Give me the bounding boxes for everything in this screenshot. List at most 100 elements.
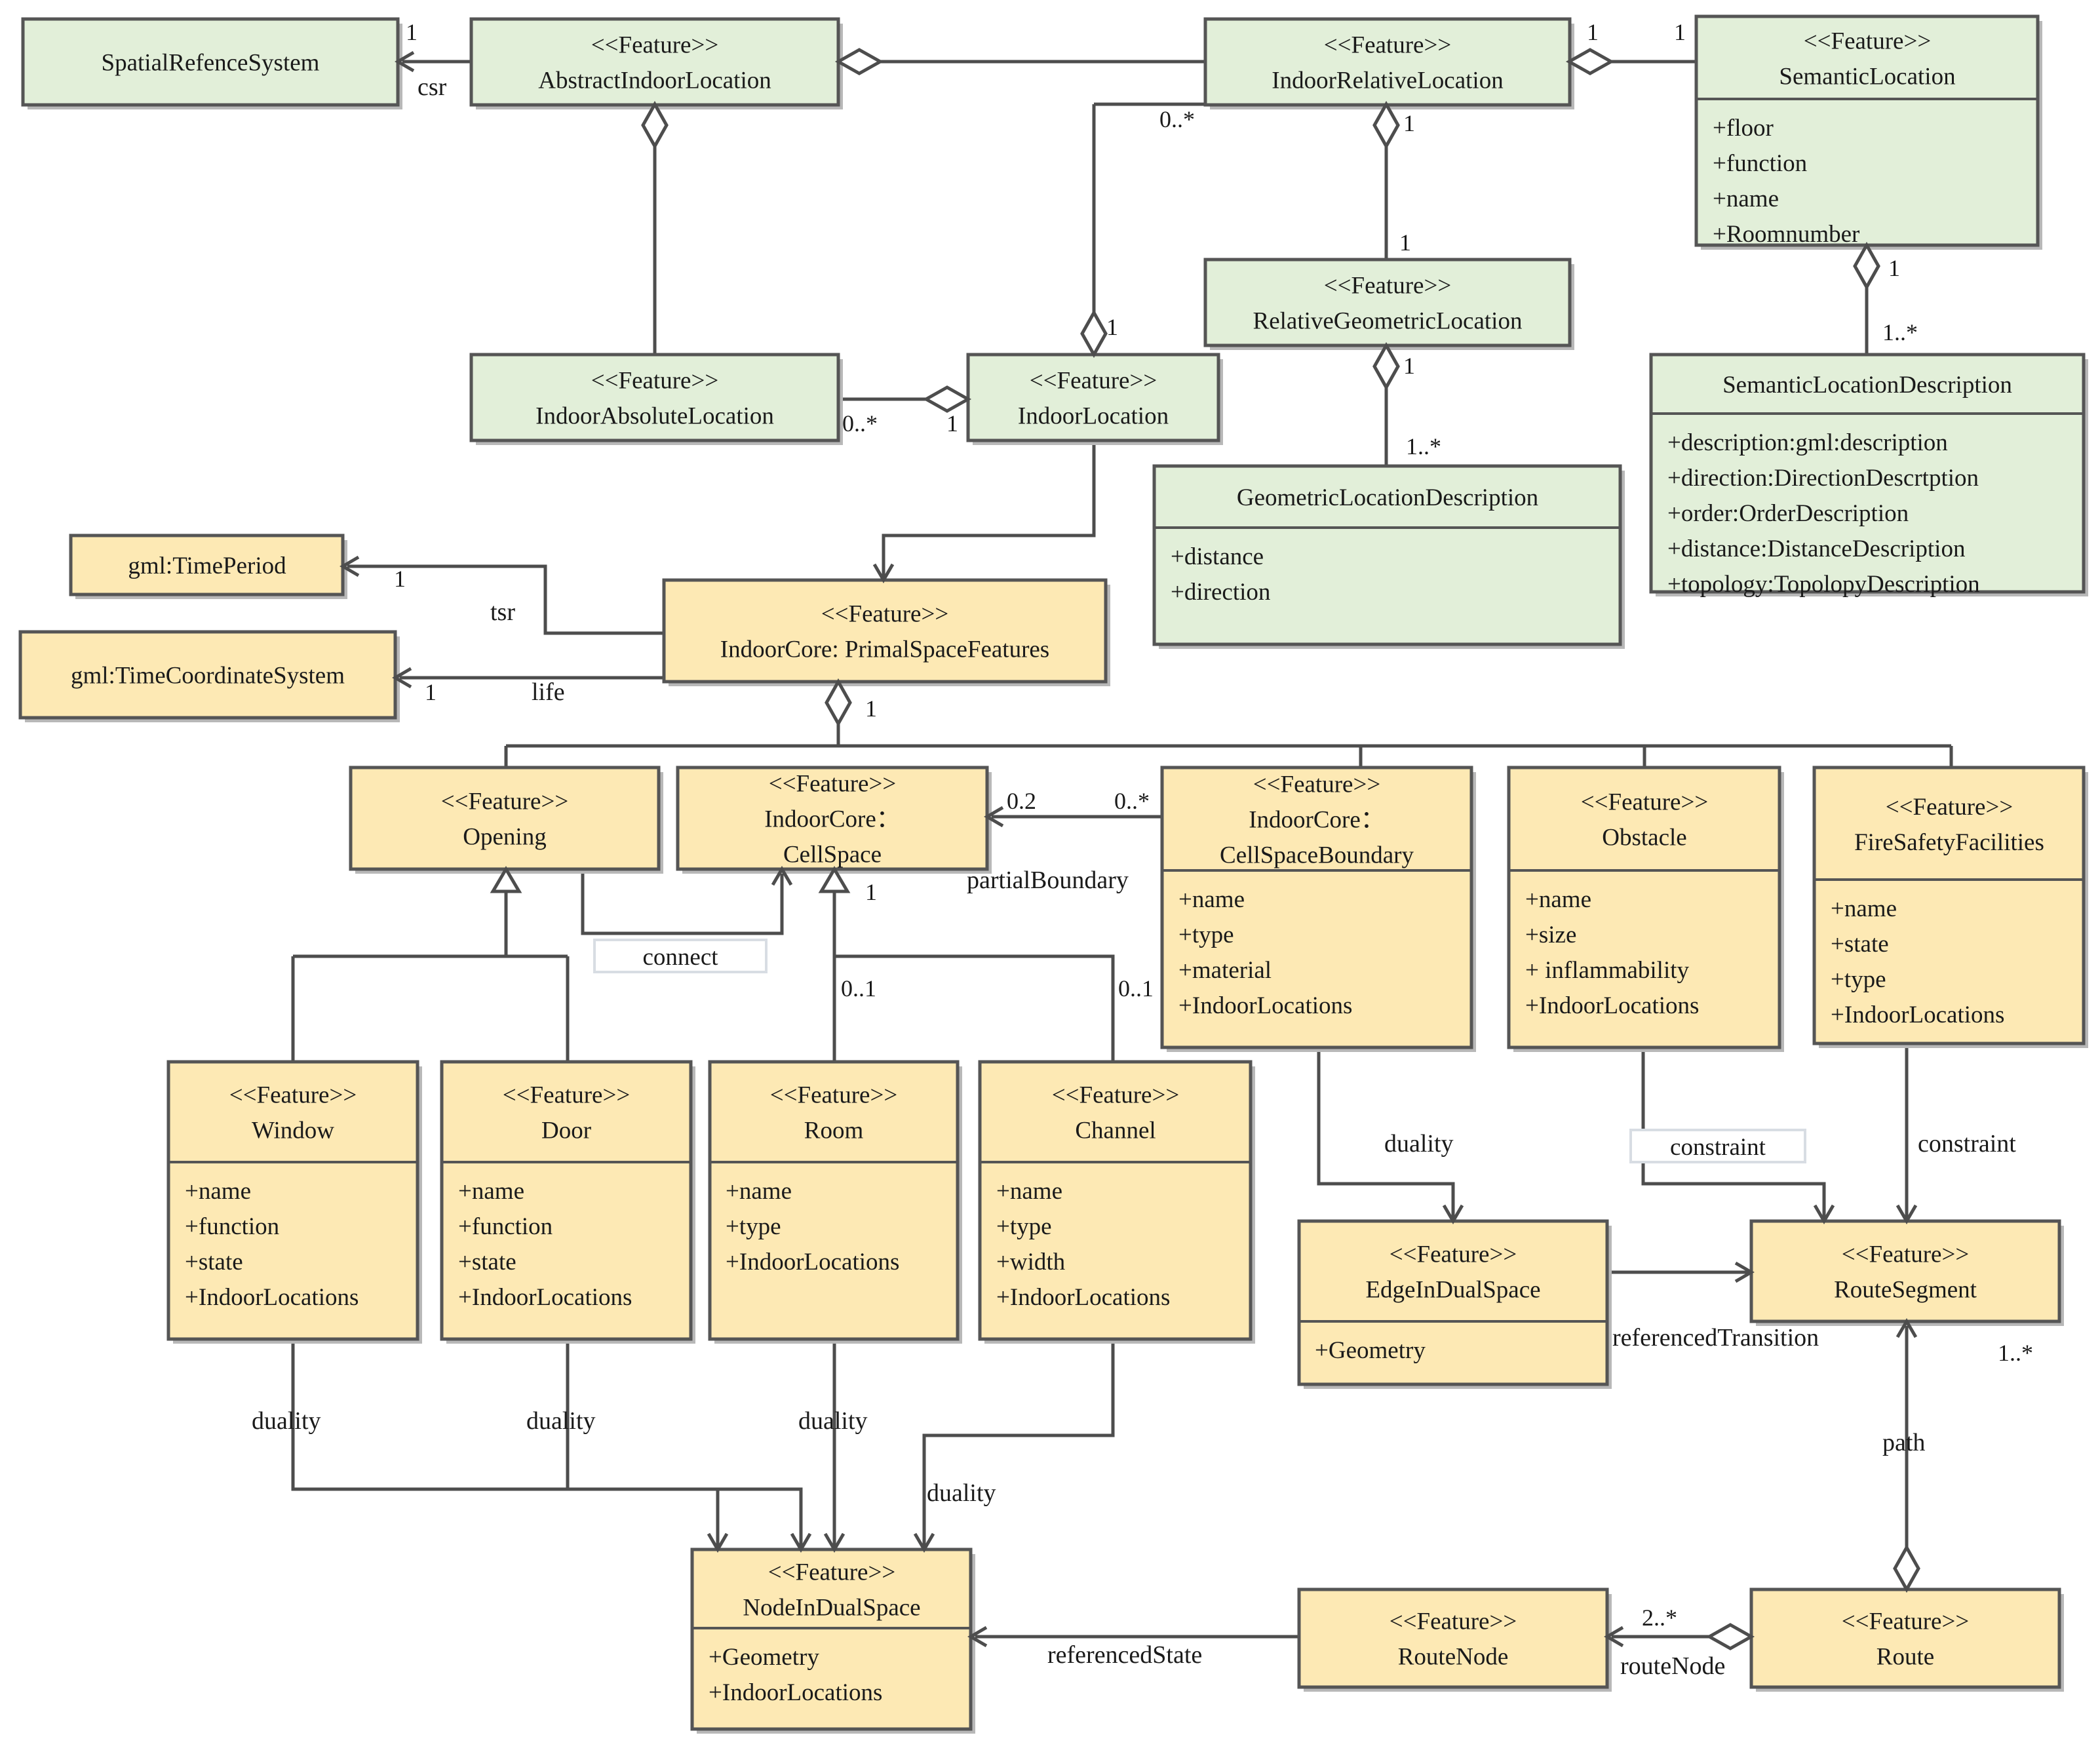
multiplicity-m-channel-01: 0..1 <box>1118 975 1154 1002</box>
label-frame <box>593 939 768 973</box>
relationship-label-r-constraint-fs: constraint <box>1918 1130 2016 1158</box>
class-opening: <<Feature>>Opening <box>349 766 663 874</box>
class-box <box>469 17 840 107</box>
class-name: CellSpaceBoundary <box>1220 842 1414 868</box>
aggregation-diamond <box>1705 1623 1755 1650</box>
class-attribute: +function <box>185 1213 279 1240</box>
class-name: Opening <box>463 823 546 850</box>
relationship-label-r-duality-win: duality <box>252 1407 321 1435</box>
aggregation-diamond <box>1853 241 1880 291</box>
class-box <box>18 630 397 720</box>
class-stereotype: <<Feature>> <box>229 1081 357 1108</box>
class-attribute: +direction:DirectionDescrtption <box>1667 465 1979 492</box>
aggregation-diamond <box>1372 341 1400 391</box>
multiplicity-m-rn-2n: 2..* <box>1642 1605 1677 1631</box>
navigation-arrowhead <box>340 555 360 577</box>
class-name: Room <box>804 1117 864 1144</box>
class-name: SemanticLocation <box>1779 63 1955 90</box>
navigation-arrowhead <box>707 1532 729 1553</box>
class-attribute: +direction <box>1171 579 1270 606</box>
class-attribute: +name <box>1525 886 1591 913</box>
class-name: IndoorCore： <box>764 806 901 832</box>
navigation-arrowhead <box>1896 1318 1918 1338</box>
class-box <box>978 1060 1253 1341</box>
class-box <box>1160 766 1473 1049</box>
class-box <box>708 1060 960 1341</box>
multiplicity-m-sl-1: 1 <box>1674 19 1686 45</box>
multiplicity-m-tcs-1: 1 <box>425 679 437 705</box>
class-box <box>1749 1587 2061 1689</box>
class-name: Window <box>252 1117 334 1144</box>
class-obstacle: <<Feature>>Obstacle+name+size+ inflammab… <box>1507 766 1784 1052</box>
aggregation-diamond <box>641 100 669 150</box>
class-box <box>1649 353 2086 594</box>
multiplicity-m-rgl-1b: 1 <box>1403 353 1415 379</box>
multiplicity-m-irl-0n: 0..* <box>1159 106 1195 132</box>
class-box <box>440 1060 693 1341</box>
class-boxes: SpatialRefenceSystem <<Feature>>AbstractI… <box>18 14 2088 1734</box>
aggregation-diamond <box>834 48 884 75</box>
relationship-label-r-tsr: tsr <box>490 598 515 626</box>
class-name: IndoorRelativeLocation <box>1272 67 1503 94</box>
multiplicity-m-irl-1a: 1 <box>1587 19 1599 45</box>
class-attribute: +state <box>185 1249 243 1275</box>
class-name: RelativeGeometricLocation <box>1253 307 1523 334</box>
relationship-label-r-partialboundary: partialBoundary <box>967 866 1129 894</box>
aggregation-diamond <box>922 385 972 413</box>
class-cellspace: <<Feature>>IndoorCore：CellSpace <box>676 766 992 874</box>
class-attribute: +name <box>1831 895 1897 922</box>
class-stereotype: <<Feature>> <box>1390 1241 1517 1268</box>
class-attribute: +function <box>458 1213 553 1240</box>
navigation-arrowhead <box>1896 1204 1918 1224</box>
association-line <box>1317 1047 1455 1221</box>
class-stereotype: <<Feature>> <box>503 1081 630 1108</box>
class-name: SpatialRefenceSystem <box>102 49 320 76</box>
multiplicity-m-cs-02: 0.2 <box>1007 788 1036 814</box>
class-attribute: +type <box>1178 922 1234 948</box>
class-window: <<Feature>>Window+name+function+state+In… <box>166 1060 422 1344</box>
relationship-label-r-duality-csb: duality <box>1384 1130 1454 1158</box>
multiplicity-m-sl-1b: 1 <box>1888 255 1900 281</box>
class-attribute: +type <box>1831 966 1886 993</box>
relationship-label-r-path: path <box>1882 1429 1925 1456</box>
class-attribute: +type <box>996 1213 1052 1240</box>
class-box <box>966 353 1220 442</box>
class-attribute: +floor <box>1713 115 1774 142</box>
navigation-arrowhead <box>1813 1204 1835 1224</box>
class-name: EdgeInDualSpace <box>1365 1276 1540 1303</box>
class-stereotype: <<Feature>> <box>1324 272 1451 299</box>
class-stereotype: <<Feature>> <box>1324 31 1451 58</box>
class-box <box>69 534 345 596</box>
class-name: Channel <box>1075 1117 1156 1144</box>
multiplicity-m-csb-0n: 0..* <box>1114 788 1150 814</box>
class-name: FireSafetyFacilities <box>1854 829 2044 856</box>
class-attribute: +state <box>1831 931 1889 958</box>
relationship-label-r-csr: csr <box>418 73 447 101</box>
class-stereotype: <<Feature>> <box>1842 1608 1969 1635</box>
association-line <box>343 564 664 635</box>
class-box <box>1152 464 1622 646</box>
class-abstractindoorlocation: <<Feature>>AbstractIndoorLocation <box>469 17 843 109</box>
class-stereotype: <<Feature>> <box>821 600 948 627</box>
class-indoorrelativelocation: <<Feature>> IndoorRelativeLocation <box>1203 17 1574 109</box>
class-attribute: +width <box>996 1249 1066 1275</box>
navigation-arrowhead <box>395 50 415 73</box>
class-attribute: +function <box>1713 150 1807 177</box>
relationship-label-r-connect: connect <box>642 944 718 971</box>
class-attribute: +state <box>458 1249 516 1275</box>
navigation-arrowhead <box>771 866 793 886</box>
association-lines <box>291 60 1953 1639</box>
class-attribute: +Roomnumber <box>1713 221 1859 248</box>
navigation-arrowhead <box>872 563 895 583</box>
class-attribute: +size <box>1525 922 1576 948</box>
class-cellspaceboundary: <<Feature>>IndoorCore：CellSpaceBoundary+… <box>1160 766 1476 1052</box>
class-box <box>1749 1219 2061 1323</box>
class-attribute: +distance <box>1171 543 1264 570</box>
class-attribute: +name <box>996 1178 1062 1205</box>
class-name: RouteNode <box>1398 1643 1509 1670</box>
class-attribute: +name <box>726 1178 792 1205</box>
navigation-arrowhead <box>1442 1204 1464 1224</box>
multiplicity-m-sld-1n: 1..* <box>1882 319 1918 345</box>
